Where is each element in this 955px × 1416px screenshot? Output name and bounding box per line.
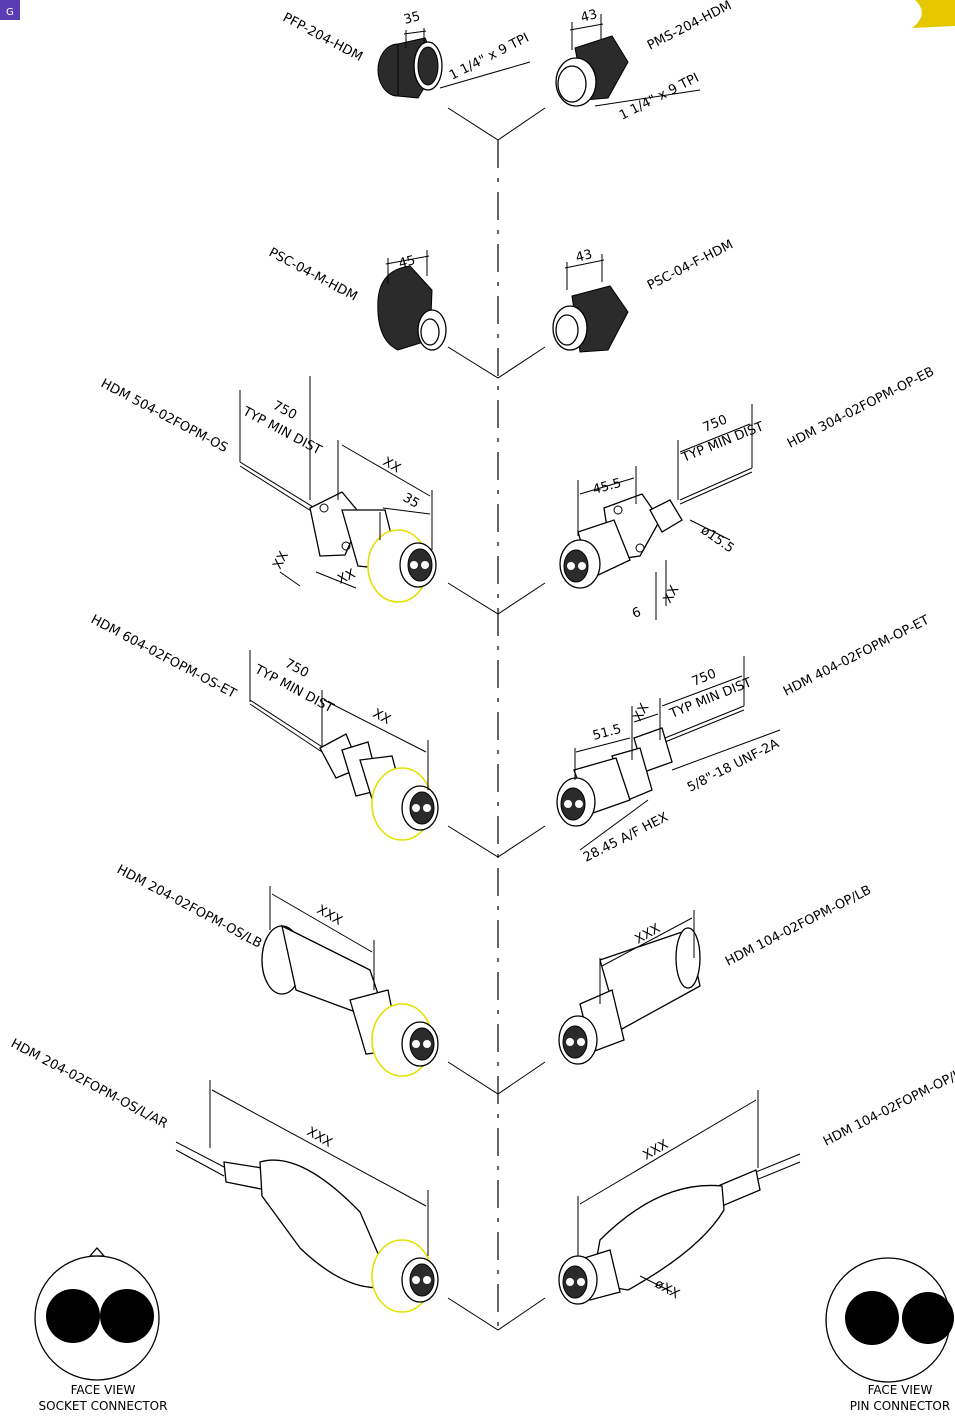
hdm504-dim-xx-a: XX — [270, 549, 292, 572]
hdm504-name: HDM 504-02FOPM-OS — [98, 376, 230, 456]
psc-m-connector — [377, 250, 447, 351]
hdm404-connector — [556, 656, 781, 851]
hdm204lb-connector — [261, 886, 439, 1077]
hdm304-name: HDM 304-02FOPM-OP-EB — [785, 364, 937, 451]
hdm304-dim-xx: XX — [660, 583, 682, 606]
psc-f-connector — [552, 254, 629, 353]
pin-face-line1: FACE VIEW — [868, 1383, 933, 1397]
hdm404-thread: 5/8"-18 UNF-2A — [685, 736, 782, 795]
hdm504-connector — [239, 376, 437, 603]
hdm104ar-connector — [558, 1090, 801, 1305]
hdm204ar-connector — [175, 1080, 439, 1313]
hdm304-dist-value: 750 — [701, 413, 730, 436]
psc-f-dim-width: 43 — [574, 247, 594, 266]
pfp-cap — [377, 28, 531, 99]
hdm504-dim-xx-b: XX — [335, 566, 358, 587]
hdm304-dim-6: 6 — [630, 605, 643, 622]
hdm404-name: HDM 404-02FOPM-OP-ET — [781, 613, 932, 700]
face-view-socket — [34, 1247, 160, 1381]
hdm104ar-dim-dia: øXX — [652, 1276, 682, 1302]
hdm104ar-name: HDM 104-02FOPM-OP/L/AR — [821, 1057, 955, 1150]
hdm104lb-name: HDM 104-02FOPM-OP/LB — [723, 883, 874, 970]
hdm404-hex: 28.45 A/F HEX — [581, 810, 671, 866]
hdm404-dim-51-5: 51.5 — [591, 722, 623, 744]
hdm604-dim-xx: XX — [370, 706, 393, 728]
hdm204ar-dim: XXX — [304, 1124, 335, 1150]
pms-name: PMS-204-HDM — [645, 0, 734, 54]
pin-face-line2: PIN CONNECTOR — [850, 1399, 950, 1413]
row-guides — [447, 107, 546, 1331]
hdm304-dim-45-5: 45.5 — [591, 476, 623, 498]
psc-f-name: PSC-04-F-HDM — [645, 237, 736, 293]
hdm104lb-connector — [558, 910, 701, 1065]
hdm504-dim-35: 35 — [400, 490, 422, 511]
hdm204ar-name: HDM 204-02FOPM-OS/L/AR — [8, 1036, 170, 1132]
psc-m-name: PSC-04-M-HDM — [266, 245, 360, 304]
hdm304-dim-dia: ø15.5 — [698, 523, 737, 556]
hdm604-name: HDM 604-02FOPM-OS-ET — [88, 612, 238, 701]
hdm204lb-dim: XXX — [314, 902, 345, 928]
hdm404-dim-xx: XX — [630, 701, 652, 724]
pms-thread: 1 1/4" x 9 TPI — [617, 71, 702, 124]
corner-right-mark — [912, 0, 955, 28]
psc-m-dim-width: 45 — [397, 253, 417, 272]
pfp-thread: 1 1/4" x 9 TPI — [447, 31, 532, 84]
pfp-dim-width: 35 — [402, 9, 422, 28]
hdm204lb-name: HDM 204-02FOPM-OS/LB — [114, 862, 264, 951]
pfp-name: PFP-204-HDM — [280, 10, 365, 65]
hdm604-connector — [249, 650, 439, 841]
face-view-pin — [825, 1257, 954, 1383]
corner-logo — [0, 0, 20, 20]
socket-face-line1: FACE VIEW — [71, 1383, 136, 1397]
pms-dim-width: 43 — [579, 7, 599, 26]
hdm504-dim-xx-top: XX — [380, 454, 403, 476]
corner-logo-text: G — [6, 7, 14, 18]
hdm304-connector — [559, 404, 753, 620]
pms-plug — [555, 14, 701, 107]
socket-face-line2: SOCKET CONNECTOR — [39, 1399, 168, 1413]
